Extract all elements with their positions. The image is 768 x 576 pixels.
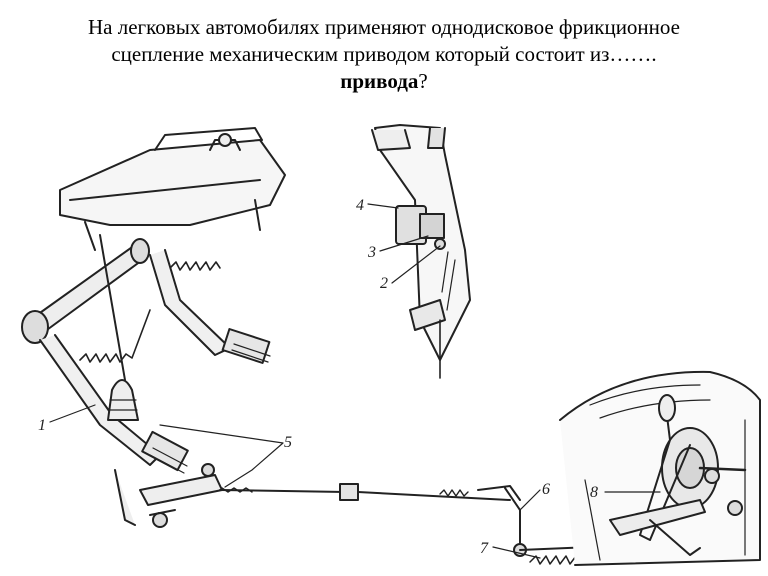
inset-view	[371, 124, 471, 379]
callout-2: 2	[380, 275, 388, 292]
callout-3: 3	[367, 244, 376, 261]
question-line-3: привода?	[0, 68, 768, 95]
callout-5: 5	[284, 434, 292, 451]
callout-1: 1	[38, 417, 46, 434]
callout-6: 6	[542, 481, 550, 498]
question-mark: ?	[418, 69, 428, 93]
clutch-housing	[559, 370, 761, 566]
question-line-1: На легковых автомобилях применяют одноди…	[88, 15, 680, 39]
callout-4: 4	[356, 197, 364, 214]
clutch-cable	[219, 483, 521, 501]
question-answer: привода	[340, 69, 419, 93]
callout-8: 8	[590, 484, 598, 501]
question-line-2: сцепление механическим приводом который …	[111, 42, 657, 66]
clutch-drive-diagram: 1 2 3 4 5 6 7 8	[21, 124, 761, 566]
callout-7: 7	[480, 540, 489, 557]
callout-leaders	[49, 203, 661, 559]
pedal-assembly	[21, 127, 286, 528]
question-text: На легковых автомобилях применяют одноди…	[0, 14, 768, 95]
